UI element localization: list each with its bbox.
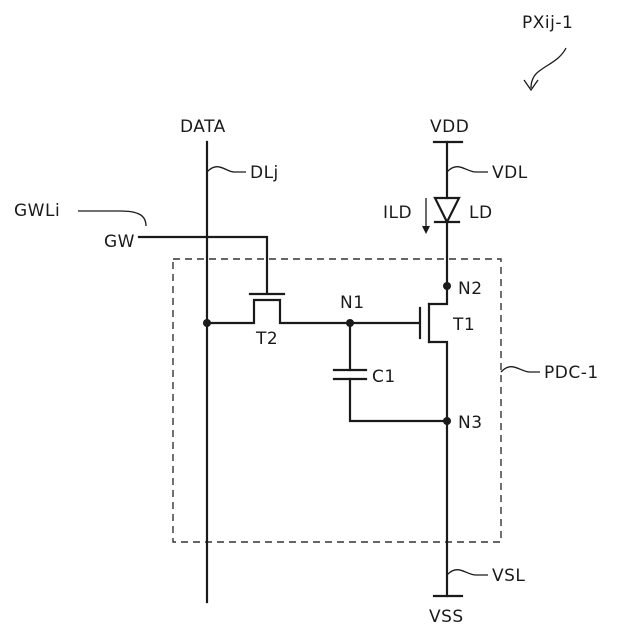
dlj-leader [207, 167, 246, 172]
n2-node-dot [443, 282, 451, 290]
gwli-leader [78, 211, 146, 226]
data-label: DATA [180, 117, 226, 137]
t1-label: T1 [452, 315, 475, 335]
pdc-box [173, 259, 501, 542]
ild-label: ILD [383, 203, 412, 223]
vss-label: VSS [429, 607, 464, 627]
c1-bottom-wire [350, 379, 447, 421]
led-label: LD [469, 203, 493, 223]
ild-arrowhead [422, 226, 430, 234]
n3-label: N3 [458, 413, 483, 433]
gwli-label: GWLi [14, 201, 60, 221]
c1-label: C1 [372, 367, 396, 387]
t2-label: T2 [255, 329, 278, 349]
vsl-label: VSL [492, 566, 525, 586]
gw-label: GW [104, 232, 135, 252]
t1-drain [429, 288, 447, 304]
n1-label: N1 [340, 293, 365, 313]
vsl-leader [447, 570, 488, 575]
dlj-label: DLj [250, 163, 279, 183]
t2-channel [207, 300, 350, 323]
figure-ref-label: PXij-1 [522, 13, 573, 33]
vdd-label: VDD [430, 117, 469, 137]
gw-line [139, 237, 267, 292]
t1-source [429, 342, 447, 421]
n2-label: N2 [458, 279, 483, 299]
led-triangle [435, 198, 459, 222]
data-node-dot [203, 319, 211, 327]
vdl-label: VDL [492, 163, 528, 183]
pdc-leader [501, 367, 540, 372]
pdc-label: PDC-1 [544, 363, 599, 383]
vdl-leader [447, 167, 488, 172]
